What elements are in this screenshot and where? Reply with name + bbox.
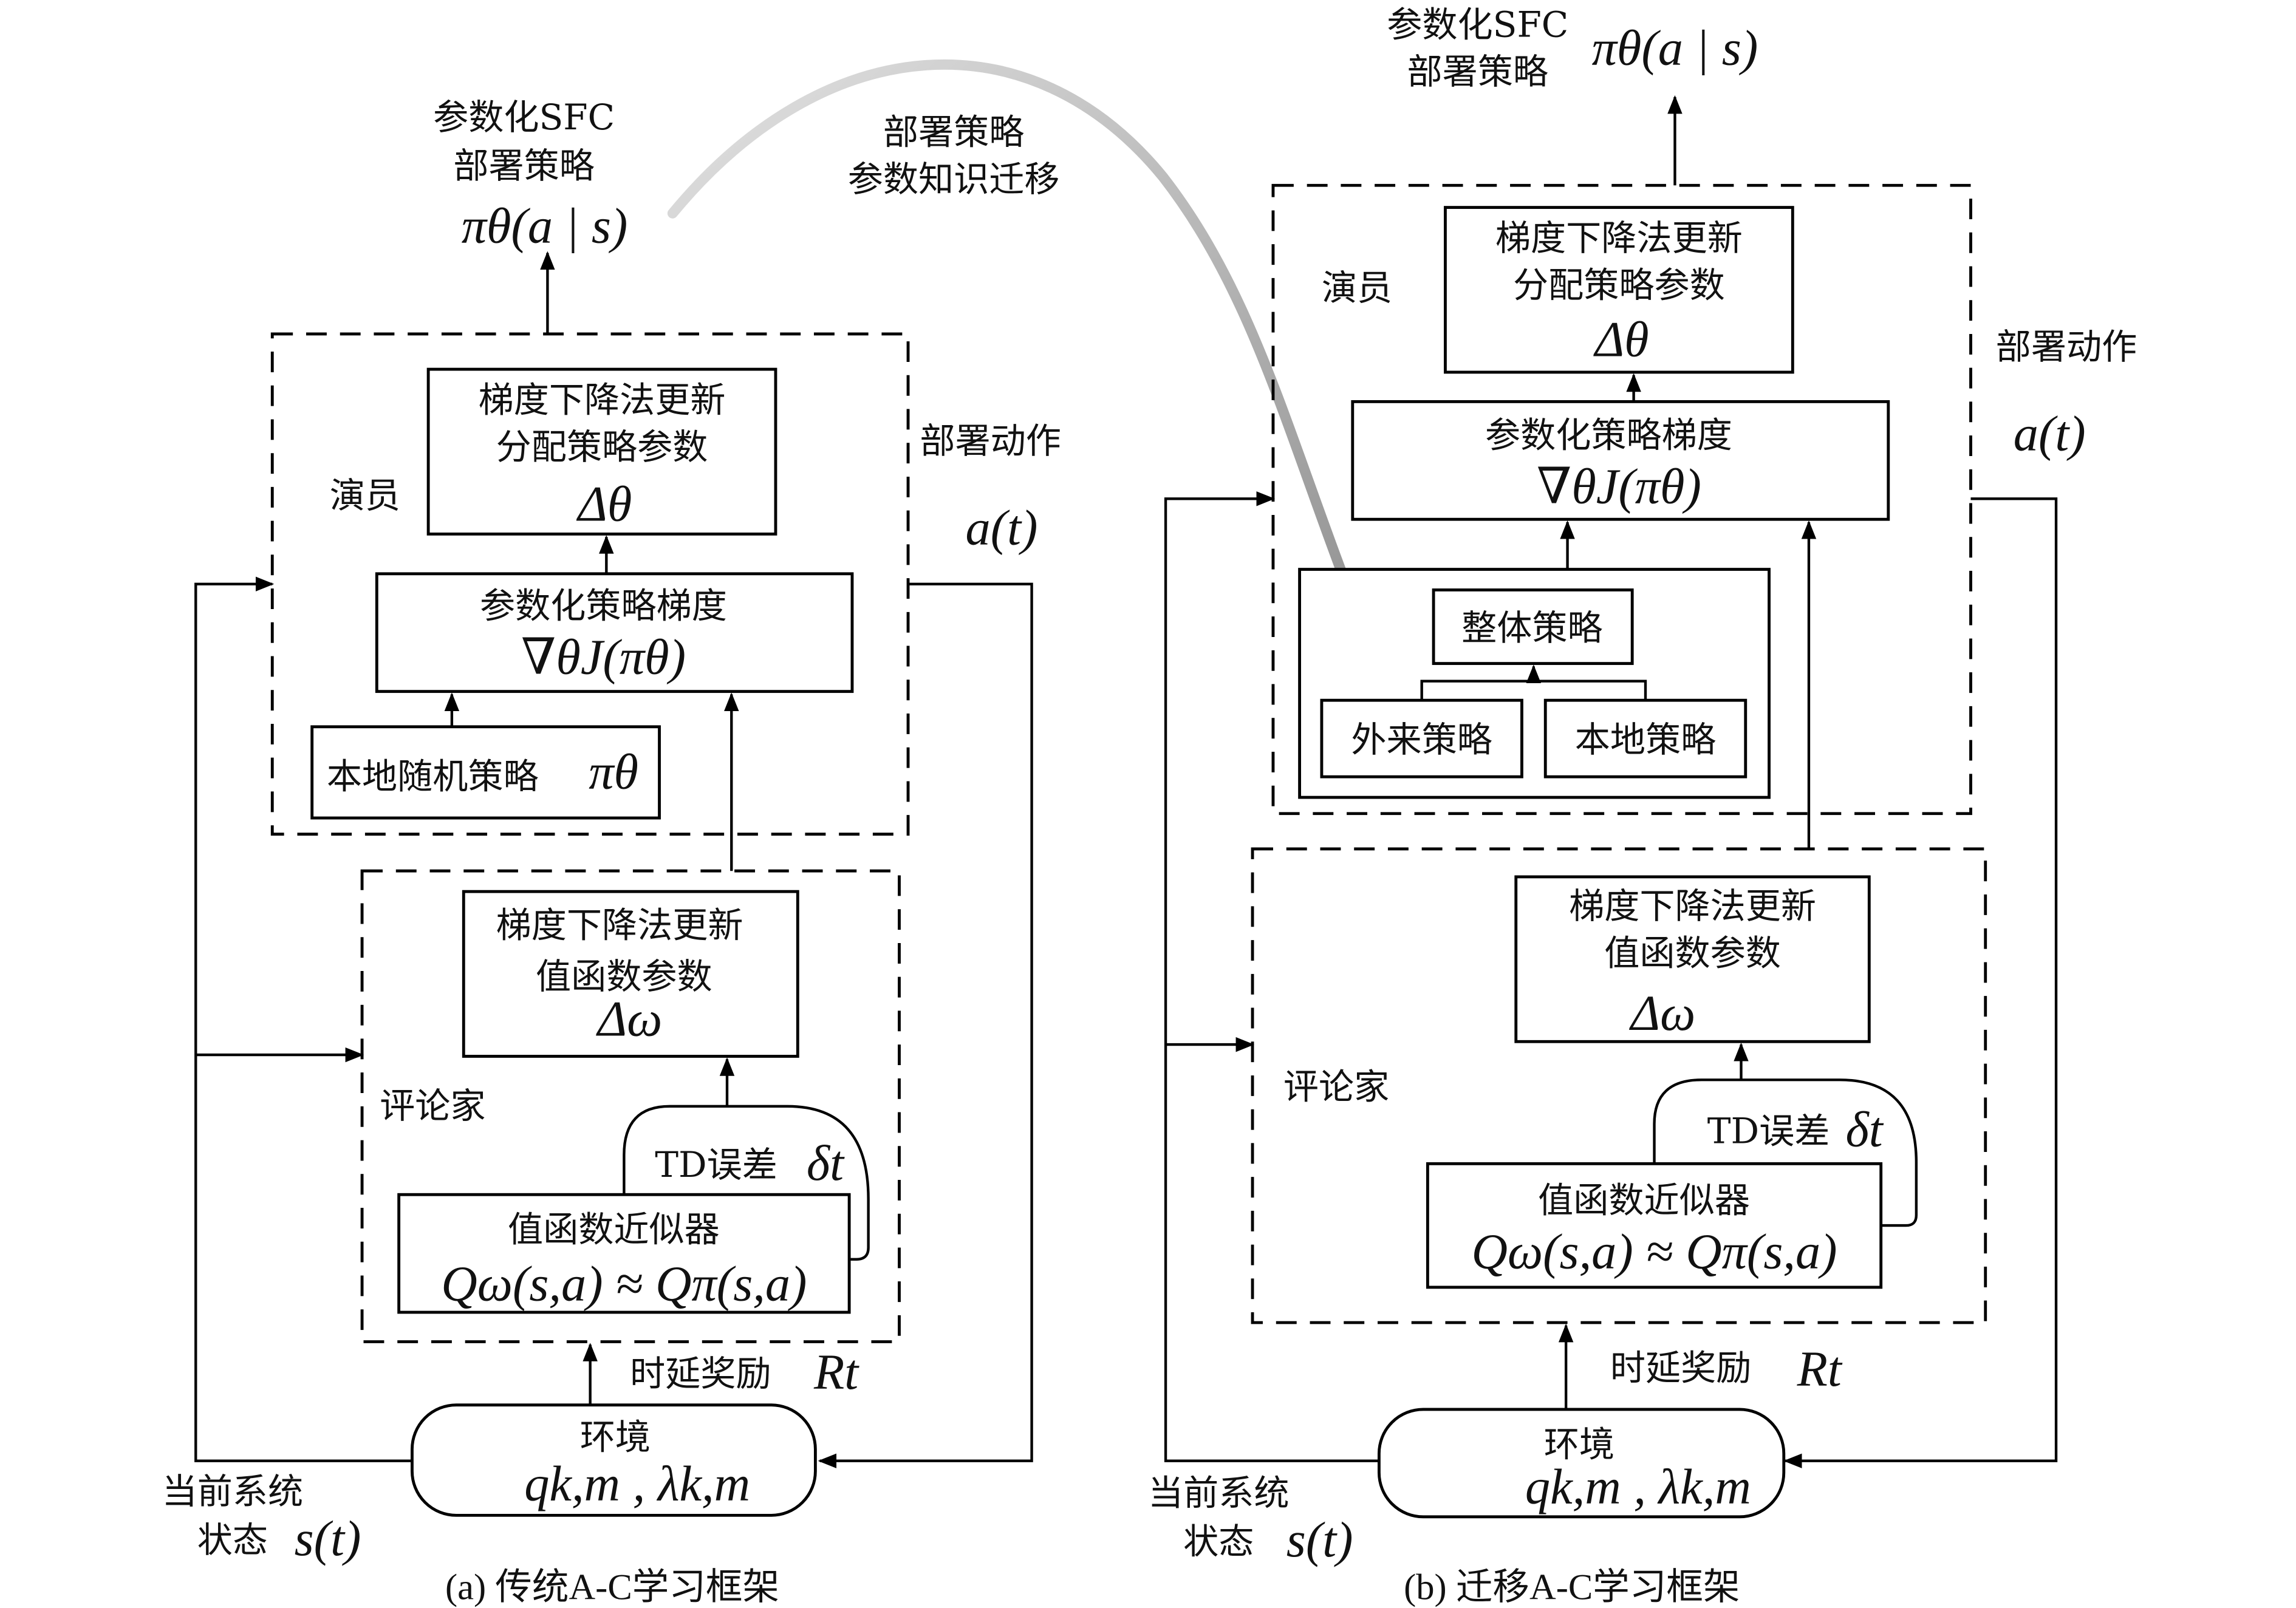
svg-text:外来策略: 外来策略 [1351,719,1492,760]
actor-update-box: 梯度下降法更新 分配策略参数 Δθ [1444,206,1794,374]
critic-label: 评论家 [380,1085,485,1126]
svg-text:Qω(s,a) ≈ Qπ(s,a): Qω(s,a) ≈ Qπ(s,a) [1471,1224,1837,1279]
state-label-line2: 状态 [1183,1521,1254,1562]
output-label-line1: 参数化SFC [1387,4,1568,46]
critic-region [360,869,901,1343]
actor-label: 演员 [1322,267,1392,308]
svg-text:Δθ: Δθ [1593,312,1649,367]
svg-text:δt: δt [1846,1102,1884,1157]
svg-text:πθ: πθ [589,744,638,800]
svg-text:δt: δt [807,1136,845,1191]
state-feedback-line [194,576,412,1462]
svg-text:分配策略参数: 分配策略参数 [1513,264,1725,305]
svg-text:值函数近似器: 值函数近似器 [508,1209,720,1250]
transfer-label-line2: 参数知识迁移 [848,158,1060,200]
caption-a: (a) 传统A-C学习框架 [445,1567,779,1607]
state-formula: s(t) [1286,1512,1353,1567]
svg-text:环境: 环境 [1544,1423,1614,1465]
panel-a: 参数化SFC 部署策略 πθ(a | s) 演员 梯度下降法更新 分配策略参数 … [162,97,1061,1607]
svg-text:梯度下降法更新: 梯度下降法更新 [1495,217,1743,259]
svg-text:Δω: Δω [596,992,663,1047]
local-random-policy-box: 本地随机策略 πθ [310,725,661,820]
svg-text:值函数参数: 值函数参数 [1604,932,1781,973]
caption-b: (b) 迁移A-C学习框架 [1404,1567,1740,1607]
output-label-line1: 参数化SFC [433,97,615,138]
state-feedback-line [1164,491,1379,1462]
svg-text:梯度下降法更新: 梯度下降法更新 [496,904,743,945]
action-formula: a(t) [2014,406,2086,461]
svg-text:环境: 环境 [580,1416,651,1457]
reward-label: 时延奖励 [1610,1347,1752,1388]
output-label-line2: 部署策略 [453,145,595,186]
svg-text:梯度下降法更新: 梯度下降法更新 [479,379,726,420]
output-policy-formula: πθ(a | s) [1592,21,1758,76]
svg-text:本地随机策略: 本地随机策略 [327,756,539,797]
state-label-line1: 当前系统 [162,1471,304,1512]
environment-node: 环境 qk,m , λk,m [411,1403,817,1517]
svg-text:值函数参数: 值函数参数 [536,956,712,997]
td-error-loop: TD误差 δt [623,1105,870,1261]
state-label-line2: 状态 [197,1519,268,1561]
overall-policy-box: 整体策略 [1432,588,1634,666]
td-error-loop: TD误差 δt [1653,1078,1918,1227]
transfer-label-line1: 部署策略 [883,111,1025,152]
reward-label: 时延奖励 [630,1353,771,1394]
svg-text:参数化策略梯度: 参数化策略梯度 [1485,415,1732,456]
value-approximator-box: 值函数近似器 Qω(s,a) ≈ Qπ(s,a) [1426,1162,1883,1289]
action-label: 部署动作 [920,420,1061,462]
reward-formula: Rt [1797,1341,1843,1397]
actor-gradient-box: 参数化策略梯度 ∇θJ(πθ) [375,572,854,693]
actor-gradient-box: 参数化策略梯度 ∇θJ(πθ) [1351,400,1890,521]
panel-b: 参数化SFC 部署策略 πθ(a | s) 演员 梯度下降法更新 分配策略参数 … [1148,4,2137,1608]
svg-text:本地策略: 本地策略 [1575,719,1717,760]
svg-text:Qω(s,a) ≈ Qπ(s,a): Qω(s,a) ≈ Qπ(s,a) [441,1256,807,1312]
local-policy-box: 本地策略 [1543,698,1748,778]
critic-update-box: 梯度下降法更新 值函数参数 Δω [462,890,799,1058]
svg-text:整体策略: 整体策略 [1461,607,1603,649]
action-label: 部署动作 [1996,326,2137,367]
action-feedback-line [1783,497,2058,1468]
actor-label: 演员 [330,475,400,516]
foreign-policy-box: 外来策略 [1320,698,1523,778]
svg-text:分配策略参数: 分配策略参数 [496,426,708,468]
output-policy-formula: πθ(a | s) [462,199,628,254]
svg-text:值函数近似器: 值函数近似器 [1538,1179,1750,1221]
svg-text:qk,m , λk,m: qk,m , λk,m [1525,1459,1751,1514]
svg-text:TD误差: TD误差 [655,1144,777,1185]
value-approximator-box: 值函数近似器 Qω(s,a) ≈ Qπ(s,a) [397,1193,851,1314]
svg-text:Δθ: Δθ [576,477,632,532]
action-feedback-line [818,582,1033,1468]
svg-text:∇θJ(πθ): ∇θJ(πθ) [521,630,686,685]
transfer-curve [667,59,1390,684]
reward-formula: Rt [813,1344,859,1400]
knowledge-transfer-arrow: 部署策略 参数知识迁移 [667,59,1390,684]
environment-node: 环境 qk,m , λk,m [1378,1408,1786,1519]
critic-region [1251,847,1987,1324]
actor-update-box: 梯度下降法更新 分配策略参数 Δθ [426,367,777,536]
action-formula: a(t) [966,500,1038,555]
critic-label: 评论家 [1283,1066,1389,1108]
svg-text:梯度下降法更新: 梯度下降法更新 [1569,885,1816,927]
output-label-line2: 部署策略 [1407,51,1549,92]
state-label-line1: 当前系统 [1148,1472,1290,1513]
critic-update-box: 梯度下降法更新 值函数参数 Δω [1514,875,1871,1043]
state-formula: s(t) [295,1511,361,1566]
svg-text:TD误差: TD误差 [1707,1110,1830,1151]
policy-container: 整体策略 外来策略 本地策略 [1298,568,1771,799]
svg-text:参数化策略梯度: 参数化策略梯度 [480,585,727,627]
svg-text:qk,m , λk,m: qk,m , λk,m [524,1456,750,1511]
svg-text:∇θJ(πθ): ∇θJ(πθ) [1537,459,1701,514]
svg-text:Δω: Δω [1629,986,1696,1041]
